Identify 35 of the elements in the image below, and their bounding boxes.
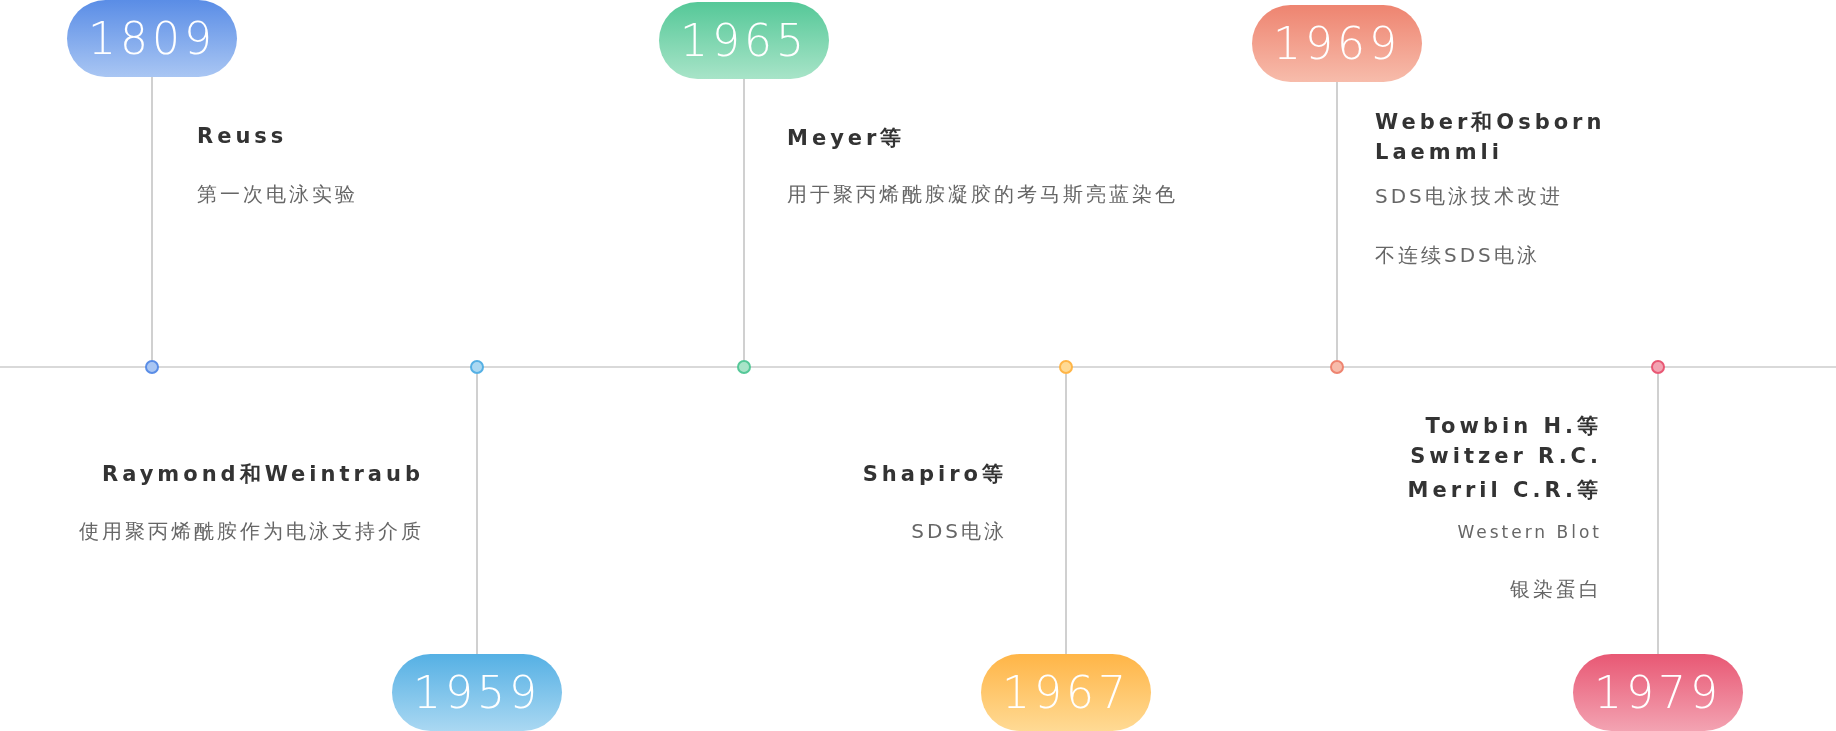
milestone-heading: Meyer等 [787,125,906,152]
milestone-description: 不连续SDS电泳 [1375,242,1540,269]
milestone-description: 使用聚丙烯酰胺作为电泳支持介质 [79,518,424,545]
year-pill: 1809 [67,0,237,77]
timeline-dot [737,360,751,374]
year-pill: 1969 [1252,5,1422,82]
timeline-dot [1651,360,1665,374]
timeline-dot [145,360,159,374]
connector-line [1657,373,1659,655]
milestone-heading: Switzer R.C. [1410,444,1602,468]
year-pill: 1967 [981,654,1151,731]
year-pill: 1965 [659,2,829,79]
milestone-description: Western Blot [1457,522,1602,542]
timeline-dot [1330,360,1344,374]
timeline-dot [470,360,484,374]
milestone-heading: Towbin H.等 [1425,413,1602,440]
connector-line [151,76,153,361]
milestone-description: 用于聚丙烯酰胺凝胶的考马斯亮蓝染色 [787,181,1178,208]
timeline-dot [1059,360,1073,374]
milestone-heading: Merril C.R.等 [1407,477,1602,504]
milestone-heading: Reuss [197,124,288,148]
milestone-description: SDS电泳 [911,518,1007,545]
milestone-description: SDS电泳技术改进 [1375,183,1563,210]
connector-line [1065,373,1067,655]
milestone-description: 第一次电泳实验 [197,181,358,208]
milestone-heading: Laemmli [1375,140,1503,164]
connector-line [476,373,478,655]
milestone-description: 银染蛋白 [1510,576,1602,603]
milestone-heading: Weber和Osborn [1375,109,1606,136]
year-pill: 1959 [392,654,562,731]
milestone-heading: Shapiro等 [862,461,1007,488]
connector-line [1336,81,1338,361]
year-pill: 1979 [1573,654,1743,731]
connector-line [743,78,745,361]
milestone-heading: Raymond和Weintraub [101,461,424,488]
